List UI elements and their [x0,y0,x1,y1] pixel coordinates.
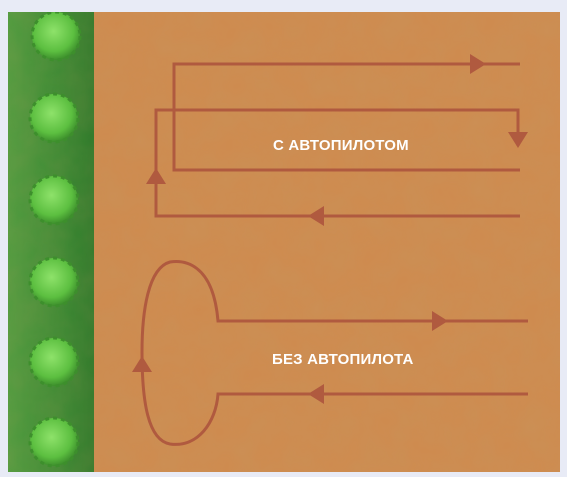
arrow-up-icon [132,356,152,372]
arrow-right-icon [470,54,486,74]
arrow-down-icon [508,132,528,148]
bush-row [28,12,82,468]
with-autopilot-label: С АВТОПИЛОТОМ [273,137,409,154]
autopilot-route-path [154,62,520,218]
bush-icon [28,336,80,388]
grass-strip-texture [8,12,94,472]
manual-route [140,260,528,446]
autopilot-route [154,62,520,218]
field-scene: С АВТОПИЛОТОМ БЕЗ АВТОПИЛОТА [8,12,560,472]
manual-arrows [132,311,448,404]
arrow-left-icon [308,384,324,404]
autopilot-arrows [146,54,528,226]
arrow-right-icon [432,311,448,331]
bush-icon [28,416,80,468]
bush-icon [28,174,80,226]
without-autopilot-label: БЕЗ АВТОПИЛОТА [272,351,414,368]
arrow-left-icon [308,206,324,226]
diagram-svg: С АВТОПИЛОТОМ БЕЗ АВТОПИЛОТА [8,12,560,472]
bush-icon [30,12,82,62]
bush-icon [28,92,80,144]
manual-route-path [140,260,528,446]
bush-icon [28,256,80,308]
arrow-up-icon [146,168,166,184]
